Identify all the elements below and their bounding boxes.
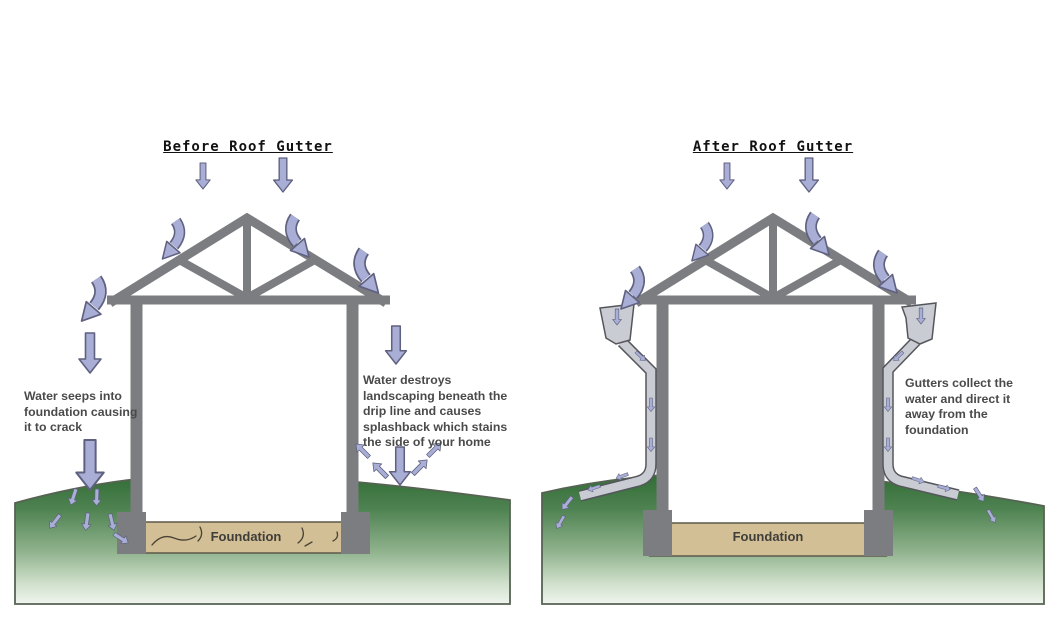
roof-flow-arrow [811,215,830,255]
roof-flow-arrow [692,225,709,261]
splash-arrow [408,455,432,479]
rain-arrow [719,162,735,190]
drip-arrow [384,325,408,365]
before-panel [14,157,511,605]
roof-flow-arrow [621,269,640,309]
foundation-intact [643,510,893,557]
after-note-right: Gutters collect the water and direct it … [905,376,1013,437]
roof-flow-arrow [291,217,310,257]
roof-flow-arrow [879,253,898,293]
before-note-right: Water destroys landscaping beneath the d… [363,373,508,450]
downspout-left [578,337,657,502]
gutter-right [900,302,937,345]
drip-arrow [78,332,102,374]
house-interior [657,302,884,523]
roof-flow-arrow [162,221,180,259]
rain-arrow [195,162,211,190]
house-interior [131,302,358,523]
roof-flow-arrow [82,279,101,321]
after-panel [541,157,1045,605]
downspout-right [882,337,960,501]
splash-arrow [368,458,392,482]
before-foundation-label: Foundation [210,529,282,544]
seep-arrow [75,439,105,491]
after-title: After Roof Gutter [692,139,854,155]
before-title: Before Roof Gutter [163,139,333,155]
splash-arrow [388,446,412,486]
rain-arrow [272,157,294,193]
roof-flow-arrow [359,251,378,293]
rain-arrow [798,157,820,193]
after-foundation-label: Foundation [732,529,804,544]
before-note-left: Water seeps into foundation causing it t… [24,389,138,435]
